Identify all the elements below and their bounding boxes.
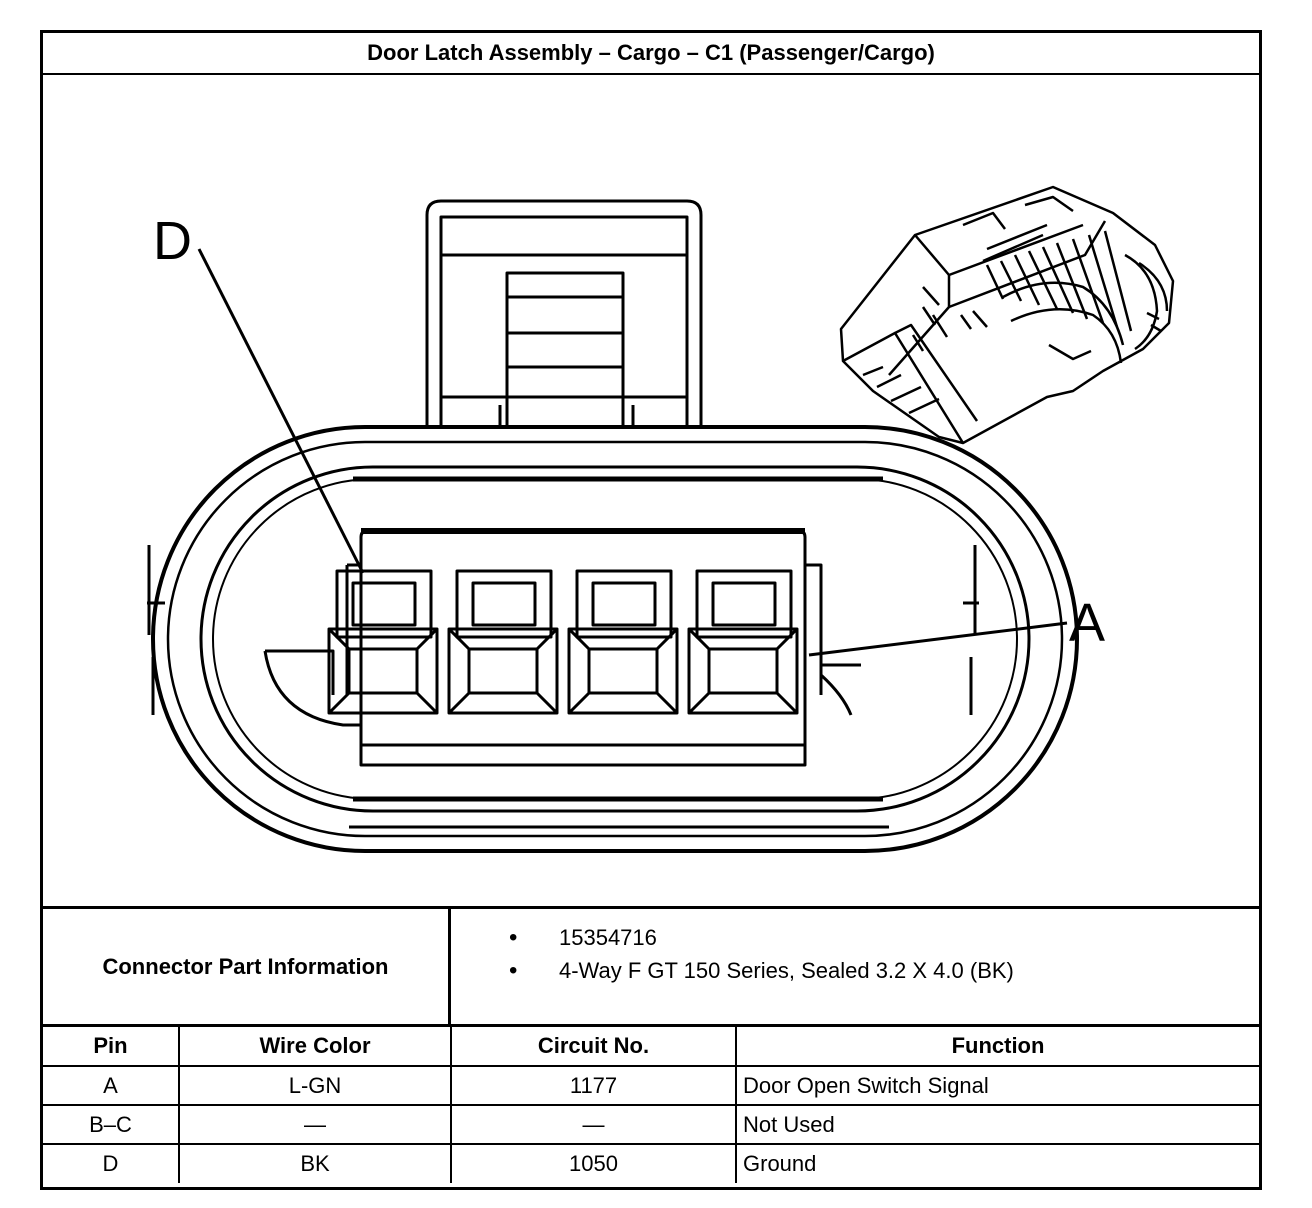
connector-shell <box>147 425 1079 853</box>
connector-part-info: Connector Part Information 15354716 4-Wa… <box>43 909 1259 1027</box>
connector-face-diagram: D A <box>147 185 1175 853</box>
part-number-item: 15354716 <box>509 921 1259 954</box>
header-wire-color: Wire Color <box>178 1027 452 1067</box>
upper-terminal-cavities <box>335 569 793 639</box>
header-pin: Pin <box>43 1027 180 1067</box>
cell-pin: D <box>43 1143 180 1183</box>
cell-wire-color: L-GN <box>178 1065 452 1106</box>
cavity-a <box>687 627 799 715</box>
connector-isometric-view <box>839 185 1175 445</box>
diagram-title: Door Latch Assembly – Cargo – C1 (Passen… <box>43 33 1259 75</box>
header-function: Function <box>735 1027 1259 1067</box>
leader-line-d <box>197 248 365 574</box>
table-row: B–C — — Not Used <box>43 1104 1259 1145</box>
cell-wire-color: BK <box>178 1143 452 1183</box>
leader-line-a <box>808 621 1068 657</box>
cell-function: Ground <box>735 1143 1259 1183</box>
connector-description-item: 4-Way F GT 150 Series, Sealed 3.2 X 4.0 … <box>509 954 1259 987</box>
connector-sheet: Door Latch Assembly – Cargo – C1 (Passen… <box>40 30 1262 1190</box>
cell-wire-color: — <box>178 1104 452 1145</box>
cavity-c <box>447 627 559 715</box>
header-circuit-no: Circuit No. <box>450 1027 737 1067</box>
connector-part-info-list: 15354716 4-Way F GT 150 Series, Sealed 3… <box>451 909 1259 1036</box>
lower-terminal-cavities <box>327 627 799 715</box>
cell-pin: B–C <box>43 1104 180 1145</box>
pin-label-d: D <box>153 211 192 271</box>
pin-callouts: D A <box>153 211 1105 657</box>
latch-tab <box>425 199 703 429</box>
cell-pin: A <box>43 1065 180 1106</box>
pin-table-header-row: Pin Wire Color Circuit No. Function <box>43 1027 1259 1067</box>
cell-function: Not Used <box>735 1104 1259 1145</box>
pin-label-a: A <box>1069 593 1105 653</box>
table-row: D BK 1050 Ground <box>43 1143 1259 1183</box>
cavity-d <box>327 627 439 715</box>
cell-circuit-no: 1177 <box>450 1065 737 1106</box>
connector-drawing-area: D A <box>43 75 1259 909</box>
cavity-b <box>567 627 679 715</box>
cell-function: Door Open Switch Signal <box>735 1065 1259 1106</box>
terminal-housing <box>263 528 861 767</box>
cell-circuit-no: 1050 <box>450 1143 737 1183</box>
connector-part-info-label: Connector Part Information <box>43 909 451 1024</box>
table-row: A L-GN 1177 Door Open Switch Signal <box>43 1065 1259 1106</box>
cell-circuit-no: — <box>450 1104 737 1145</box>
pin-table: Pin Wire Color Circuit No. Function A L-… <box>43 1027 1259 1183</box>
